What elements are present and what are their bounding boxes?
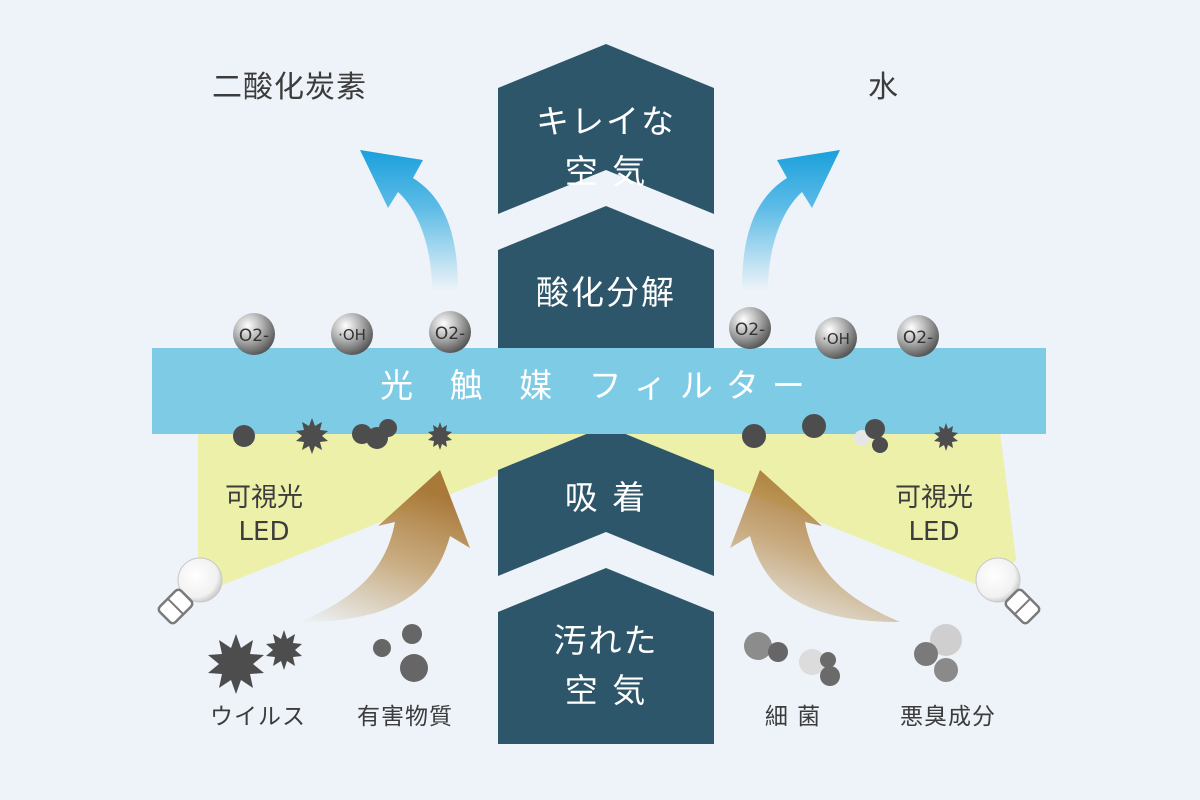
- filter-label: 光 触 媒 フィルター: [380, 366, 818, 405]
- harmful-substance-label: 有害物質: [357, 704, 453, 730]
- radical-label: O2-: [435, 324, 465, 344]
- adsorbed-particles: [233, 414, 958, 454]
- dirty-air-label: 汚れた 空 気: [553, 621, 659, 710]
- right-led-lamp: [975, 557, 1041, 625]
- radical-o2-left-1: O2-: [233, 313, 275, 355]
- clean-air-label: キレイな 空 気: [536, 102, 676, 191]
- radical-oh-left: ·OH: [331, 313, 373, 355]
- radical-o2-right-2: O2-: [897, 315, 939, 357]
- radical-label: ·OH: [338, 326, 366, 344]
- input-arrows: [300, 470, 900, 622]
- bacteria-label: 細 菌: [764, 704, 822, 730]
- virus-particle: [934, 423, 958, 451]
- radical-o2-left-2: O2-: [429, 311, 471, 353]
- decompose-block: [498, 206, 714, 348]
- left-led-lamp: [157, 557, 223, 625]
- odor-component-icon: [914, 624, 962, 682]
- virus-icon: [208, 630, 302, 694]
- adsorb-block: [498, 426, 714, 576]
- virus-particle: [296, 418, 328, 454]
- left-input-arrow: [300, 470, 470, 622]
- output-arrows: [360, 150, 840, 290]
- water-label: 水: [868, 70, 899, 105]
- left-led-label: 可視光 LED: [224, 483, 303, 547]
- radicals: O2- ·OH O2- O2- ·OH O2-: [233, 307, 939, 359]
- virus-label: ウイルス: [210, 704, 306, 730]
- bacteria-icon: [744, 632, 840, 686]
- center-column: [498, 44, 714, 744]
- co2-label: 二酸化炭素: [212, 70, 367, 105]
- photocatalyst-filter-bar: [152, 348, 1046, 434]
- decompose-label: 酸化分解: [536, 273, 676, 312]
- radical-label: O2-: [239, 326, 269, 346]
- water-output-arrow: [742, 150, 840, 290]
- adsorb-label: 吸 着: [564, 478, 648, 517]
- virus-particle: [428, 422, 452, 450]
- radical-label: O2-: [903, 328, 933, 348]
- co2-output-arrow: [360, 150, 458, 290]
- clean-air-arrow-block: [498, 44, 714, 214]
- radical-label: ·OH: [822, 330, 850, 348]
- harmful-substance-icon: [373, 624, 428, 682]
- right-input-arrow: [730, 470, 900, 622]
- radical-label: O2-: [735, 320, 765, 340]
- right-led-label: 可視光 LED: [894, 483, 973, 547]
- radical-o2-right-1: O2-: [729, 307, 771, 349]
- radical-oh-right: ·OH: [815, 317, 857, 359]
- odor-component-label: 悪臭成分: [900, 704, 996, 730]
- dirty-air-block: [498, 568, 714, 744]
